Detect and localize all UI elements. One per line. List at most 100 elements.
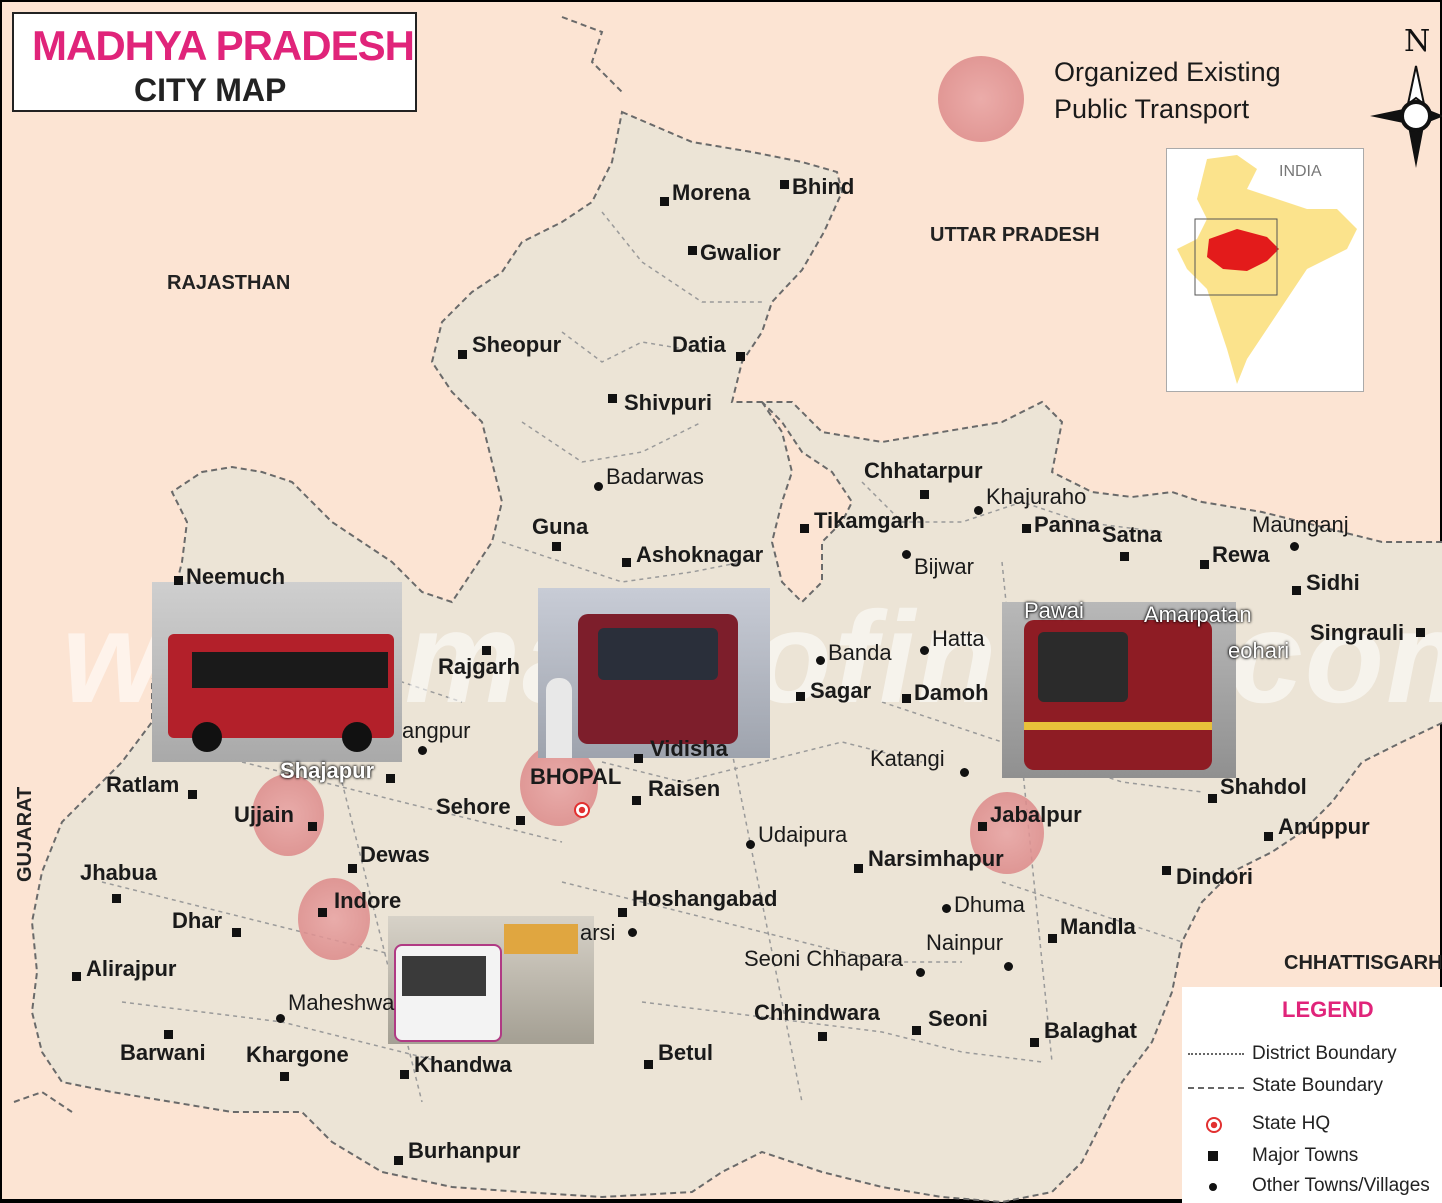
major-town-marker [164, 1030, 173, 1039]
city-label-sheopur: Sheopur [472, 332, 562, 357]
transport-legend-circle [938, 56, 1024, 142]
major-town-marker [622, 558, 631, 567]
legend-other: Other Towns/Villages [1252, 1175, 1430, 1196]
city-label-seoni: Seoni [928, 1006, 988, 1031]
city-label-udaipura: Udaipura [758, 822, 848, 847]
major-town-marker [780, 180, 789, 189]
town-marker [1290, 542, 1299, 551]
major-town-marker [818, 1032, 827, 1041]
inset-label: INDIA [1279, 163, 1322, 180]
major-town-marker [308, 822, 317, 831]
major-town-marker [660, 197, 669, 206]
major-town-marker [1200, 560, 1209, 569]
city-label-panna: Panna [1034, 512, 1101, 537]
major-town-marker [920, 490, 929, 499]
major-town-marker [458, 350, 467, 359]
bus-wheel [192, 722, 222, 752]
city-label-damoh: Damoh [914, 680, 989, 705]
city-label-morena: Morena [672, 180, 751, 205]
map-subtitle: CITY MAP [134, 72, 287, 108]
city-label-seoni-chhapara: Seoni Chhapara [744, 946, 904, 971]
compass-north-label: N [1404, 24, 1431, 59]
city-label-chhindwara: Chhindwara [754, 1000, 880, 1025]
bus-windshield [1038, 632, 1128, 702]
town-marker [974, 506, 983, 515]
city-label-dhar: Dhar [172, 908, 223, 933]
major-town-marker [1120, 552, 1129, 561]
bus-stripe [1024, 722, 1212, 730]
town-marker [920, 646, 929, 655]
city-label-bhopal: BHOPAL [530, 764, 622, 789]
bus-wheel [342, 722, 372, 752]
major-town-marker [912, 1026, 921, 1035]
town-marker [418, 746, 427, 755]
town-marker [916, 968, 925, 977]
city-label-neemuch: Neemuch [186, 564, 286, 589]
city-label-bijwar: Bijwar [914, 554, 974, 579]
major-town-marker [482, 646, 491, 655]
major-town-marker [618, 908, 627, 917]
city-label-hoshangabad: Hoshangabad [632, 886, 778, 911]
transport-circle-jabalpur [970, 792, 1044, 874]
india-inset: INDIA [1166, 148, 1364, 392]
bus-stop-sign [504, 924, 578, 954]
city-label-chhatarpur: Chhatarpur [864, 458, 983, 483]
city-label-satna: Satna [1102, 522, 1162, 547]
legend-box: LEGEND District Boundary State Boundary … [1182, 987, 1442, 1203]
city-label-dindori: Dindori [1176, 864, 1253, 889]
city-label-hatta: Hatta [932, 626, 985, 651]
city-label-jabalpur: Jabalpur [990, 802, 1082, 827]
major-town-marker [632, 796, 641, 805]
city-label-khajuraho: Khajuraho [986, 484, 1087, 509]
major-town-marker [854, 864, 863, 873]
state-label-chhattisgarh: CHHATTISGARH [1284, 952, 1442, 974]
bus-photo-3 [1002, 602, 1236, 778]
legend-district: District Boundary [1252, 1043, 1397, 1064]
transport-legend-line1: Organized Existing [1054, 57, 1281, 87]
city-label-amarpatan: Amarpatan [1144, 602, 1252, 627]
city-label-katangi: Katangi [870, 746, 945, 771]
city-label-shivpuri: Shivpuri [624, 390, 713, 415]
major-town-marker [188, 790, 197, 799]
city-label-beohari: eohari [1228, 638, 1290, 663]
city-label-datia: Datia [672, 332, 726, 357]
major-town-marker [1264, 832, 1273, 841]
state-hq-icon [1206, 1117, 1222, 1133]
town-marker [746, 840, 755, 849]
state-label-rajasthan: RAJASTHAN [167, 272, 291, 294]
major-town-marker [400, 1070, 409, 1079]
city-label-maheshwar: Maheshwa [288, 990, 395, 1015]
legend-hq: State HQ [1252, 1113, 1331, 1134]
legend-state: State Boundary [1252, 1075, 1383, 1096]
city-label-nainpur: Nainpur [926, 930, 1004, 955]
transport-legend-text: Organized Existing Public Transport [1054, 54, 1281, 128]
major-town-marker [280, 1072, 289, 1081]
bus-windshield [598, 628, 718, 680]
town-marker [942, 904, 951, 913]
compass-icon [1370, 65, 1442, 168]
state-hq-marker [574, 802, 590, 818]
city-label-indore: Indore [334, 888, 402, 913]
city-label-singrauli: Singrauli [1310, 620, 1405, 645]
major-town-marker [516, 816, 525, 825]
city-label-ashoknagar: Ashoknagar [636, 542, 764, 567]
city-label-balaghat: Balaghat [1044, 1018, 1137, 1043]
major-town-marker [394, 1156, 403, 1165]
city-label-narsimhapur: Narsimhapur [868, 846, 1004, 871]
city-label-shahdol: Shahdol [1220, 774, 1307, 799]
major-town-marker [112, 894, 121, 903]
major-town-marker [978, 822, 987, 831]
bus-windshield [402, 956, 486, 996]
town-marker [902, 550, 911, 559]
city-label-banda: Banda [828, 640, 892, 665]
city-label-angpur: angpur [402, 718, 471, 743]
title-box: MADHYA PRADESH CITY MAP [12, 12, 417, 112]
city-label-ujjain: Ujjain [234, 802, 294, 827]
city-label-shajapur: Shajapur [280, 758, 375, 783]
major-town-marker [318, 908, 327, 917]
town-marker [816, 656, 825, 665]
bus-photo-1 [152, 582, 402, 762]
major-town-marker [232, 928, 241, 937]
legend-district-line [1188, 1053, 1244, 1055]
india-outline [1177, 155, 1357, 384]
